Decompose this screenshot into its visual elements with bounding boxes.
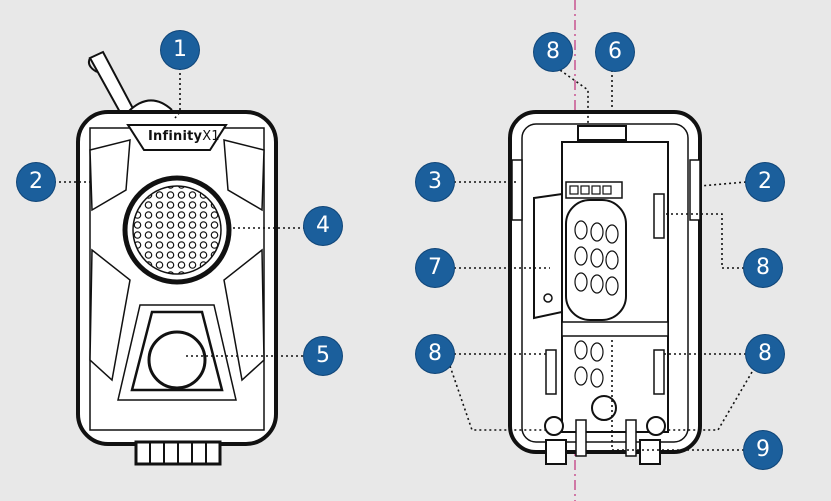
callout-1: 1 — [161, 31, 199, 69]
callout-8-right-upper: 8 — [744, 249, 782, 287]
leader-lines — [54, 51, 753, 451]
callout-2-front: 2 — [17, 163, 55, 201]
callout-8-right-lower: 8 — [746, 335, 784, 373]
callout-4: 4 — [304, 207, 342, 245]
callout-6: 6 — [596, 33, 634, 71]
flashlight-lens — [147, 330, 207, 390]
callout-8-top: 8 — [534, 33, 572, 71]
callout-7: 7 — [416, 249, 454, 287]
brand-label: InfinityX1 — [148, 129, 220, 144]
front-view — [76, 50, 278, 466]
back-view — [508, 0, 702, 501]
callout-5: 5 — [304, 337, 342, 375]
callout-9: 9 — [744, 431, 782, 469]
top-port — [577, 125, 627, 141]
callout-2-back: 2 — [746, 163, 784, 201]
strap — [533, 192, 563, 320]
callout-8-left: 8 — [416, 335, 454, 373]
brand-name: Infinity — [148, 129, 203, 144]
callout-3: 3 — [416, 163, 454, 201]
brand-model: X1 — [202, 129, 220, 144]
